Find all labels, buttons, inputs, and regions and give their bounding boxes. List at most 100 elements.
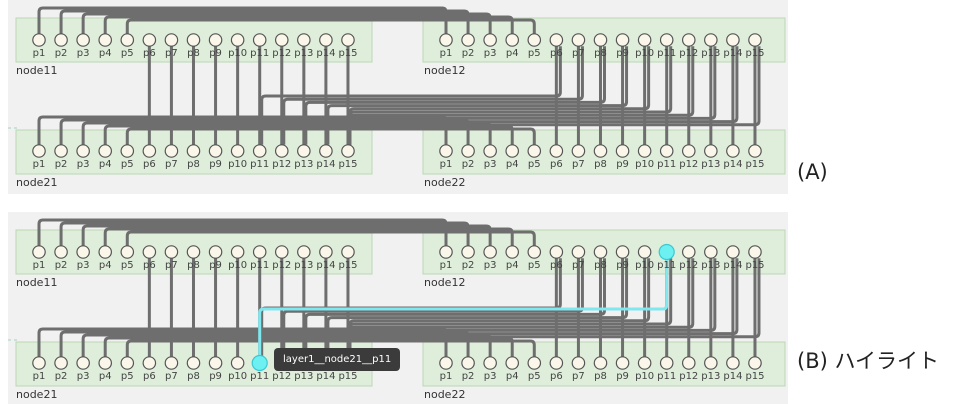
port-node11-p2[interactable] — [54, 245, 68, 259]
port-node22-p12[interactable] — [681, 144, 696, 158]
port-node12-p6[interactable] — [549, 245, 564, 259]
port-node21-p8[interactable] — [186, 144, 201, 158]
port-node22-p4[interactable] — [505, 144, 520, 158]
port-node11-p11[interactable] — [252, 33, 267, 47]
port-node12-p8[interactable] — [593, 33, 608, 47]
port-node21-p1[interactable] — [32, 356, 46, 370]
port-node21-p14[interactable] — [319, 144, 333, 158]
port-node12-p7[interactable] — [571, 33, 586, 47]
port-node12-p15[interactable] — [748, 33, 762, 47]
port-node21-p5[interactable] — [120, 144, 135, 158]
port-node11-p14[interactable] — [319, 245, 333, 259]
port-node12-p4[interactable] — [505, 245, 520, 259]
port-node21-p15[interactable] — [341, 144, 355, 158]
edge-cross-8[interactable] — [348, 258, 717, 357]
edge-cross-5[interactable] — [348, 46, 651, 145]
port-node21-p11[interactable] — [251, 354, 268, 372]
edge-cross-10[interactable] — [348, 258, 761, 357]
port-node11-p1[interactable] — [32, 245, 46, 259]
port-node12-p3[interactable] — [483, 33, 497, 47]
port-node21-p4[interactable] — [98, 356, 113, 370]
port-node22-p9[interactable] — [615, 356, 630, 370]
port-node21-p5[interactable] — [120, 356, 135, 370]
port-node12-p10[interactable] — [637, 33, 652, 47]
port-node11-p4[interactable] — [98, 245, 113, 259]
port-node22-p6[interactable] — [549, 144, 564, 158]
port-node12-p1[interactable] — [439, 33, 453, 47]
port-node11-p9[interactable] — [208, 33, 223, 47]
port-node12-p15[interactable] — [748, 245, 762, 259]
port-node22-p8[interactable] — [593, 356, 608, 370]
port-node12-p4[interactable] — [505, 33, 520, 47]
edge-cross-6[interactable] — [348, 46, 673, 145]
edge-cross-8[interactable] — [348, 46, 717, 145]
port-node21-p3[interactable] — [76, 144, 90, 158]
port-node21-p10[interactable] — [230, 356, 245, 370]
port-node22-p12[interactable] — [681, 356, 696, 370]
port-node22-p2[interactable] — [461, 144, 475, 158]
port-node12-p11[interactable] — [658, 243, 675, 261]
port-node22-p8[interactable] — [593, 144, 608, 158]
port-node11-p1[interactable] — [32, 33, 46, 47]
edge-cross-3[interactable] — [304, 46, 606, 145]
edge-node21-node22-p5[interactable] — [125, 339, 536, 357]
port-node12-p12[interactable] — [681, 33, 696, 47]
port-node21-p6[interactable] — [142, 356, 157, 370]
edge-node11-node12-p5[interactable] — [125, 230, 536, 246]
port-node11-p7[interactable] — [164, 245, 179, 259]
port-node21-p2[interactable] — [54, 144, 68, 158]
port-node12-p5[interactable] — [527, 33, 542, 47]
port-node21-p9[interactable] — [208, 144, 223, 158]
edge-cross-7[interactable] — [348, 258, 695, 357]
port-node22-p1[interactable] — [439, 144, 453, 158]
port-node11-p15[interactable] — [341, 33, 355, 47]
edge-highlight-node12-p11-node21-p11[interactable] — [258, 258, 669, 357]
port-node22-p3[interactable] — [483, 356, 497, 370]
port-node11-p5[interactable] — [120, 245, 135, 259]
port-node11-p2[interactable] — [54, 33, 68, 47]
port-node11-p12[interactable] — [274, 245, 289, 259]
edge-cross-6[interactable] — [348, 258, 673, 357]
port-node21-p9[interactable] — [208, 356, 223, 370]
port-node11-p3[interactable] — [76, 33, 90, 47]
port-node12-p2[interactable] — [461, 33, 475, 47]
port-node21-p11[interactable] — [252, 144, 267, 158]
port-node21-p2[interactable] — [54, 356, 68, 370]
port-node11-p3[interactable] — [76, 245, 90, 259]
port-node21-p7[interactable] — [164, 144, 179, 158]
port-node22-p7[interactable] — [571, 144, 586, 158]
port-node22-p2[interactable] — [461, 356, 475, 370]
port-node11-p10[interactable] — [230, 245, 245, 259]
port-node22-p14[interactable] — [726, 144, 740, 158]
port-node22-p5[interactable] — [527, 356, 542, 370]
edge-cross-3[interactable] — [304, 258, 606, 357]
port-node12-p2[interactable] — [461, 245, 475, 259]
port-node12-p9[interactable] — [615, 245, 630, 259]
port-node21-p13[interactable] — [297, 144, 311, 158]
port-node12-p1[interactable] — [439, 245, 453, 259]
edge-cross-4[interactable] — [326, 46, 629, 145]
port-node11-p10[interactable] — [230, 33, 245, 47]
edge-cross-9[interactable] — [348, 258, 739, 357]
port-node11-p13[interactable] — [297, 245, 311, 259]
edge-cross-10[interactable] — [348, 46, 761, 145]
port-node21-p3[interactable] — [76, 356, 90, 370]
port-node22-p3[interactable] — [483, 144, 497, 158]
port-node22-p6[interactable] — [549, 356, 564, 370]
edge-cross-9[interactable] — [348, 46, 739, 145]
port-node22-p13[interactable] — [704, 356, 718, 370]
port-node21-p7[interactable] — [164, 356, 179, 370]
port-node12-p14[interactable] — [726, 245, 740, 259]
port-node11-p8[interactable] — [186, 245, 201, 259]
port-node11-p11[interactable] — [252, 245, 267, 259]
port-node11-p5[interactable] — [120, 33, 135, 47]
port-node11-p13[interactable] — [297, 33, 311, 47]
port-node12-p8[interactable] — [593, 245, 608, 259]
port-node12-p10[interactable] — [637, 245, 652, 259]
port-node12-p5[interactable] — [527, 245, 542, 259]
port-node21-p4[interactable] — [98, 144, 113, 158]
edge-node21-node22-p5[interactable] — [125, 127, 536, 145]
port-node11-p7[interactable] — [164, 33, 179, 47]
port-node11-p4[interactable] — [98, 33, 113, 47]
port-node21-p8[interactable] — [186, 356, 201, 370]
